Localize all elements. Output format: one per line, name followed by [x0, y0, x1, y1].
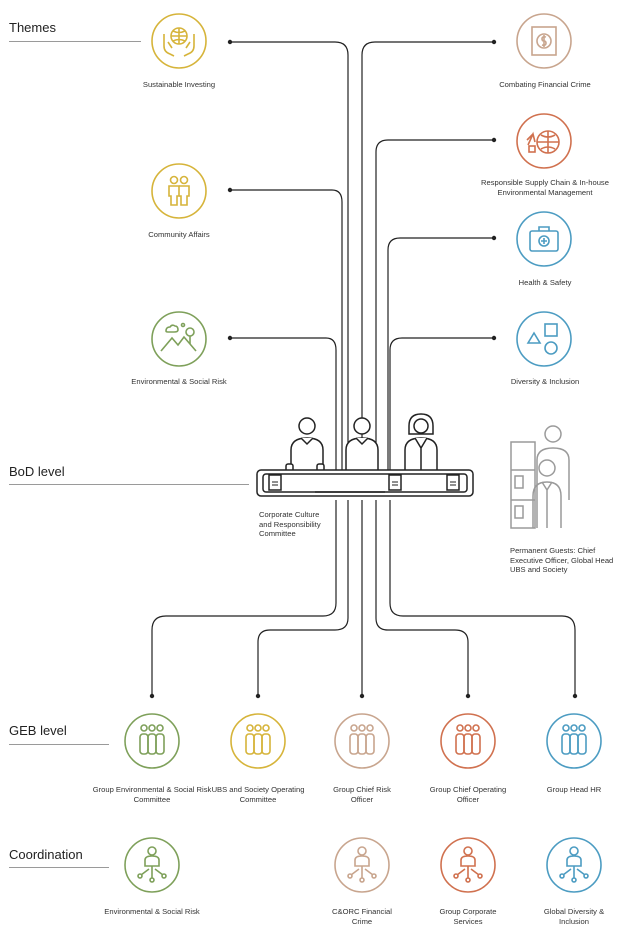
bod-committee-label: Corporate Culture and Responsibility Com…	[259, 510, 321, 538]
people-icon	[150, 162, 208, 220]
landscape-icon	[150, 310, 208, 368]
coordination-label-global-diversity-inclusion: Global Diversity & Inclusion	[543, 907, 605, 926]
theme-label-responsible-supply-chain: Responsible Supply Chain & In-house Envi…	[481, 178, 609, 197]
geb-label-ubs-society-operating-committee: UBS and Society Operating Committee	[211, 785, 305, 804]
money-frame-icon	[515, 12, 573, 70]
group-icon	[123, 712, 181, 770]
network-person-icon	[123, 836, 181, 894]
theme-label-combating-financial-crime: Combating Financial Crime	[499, 80, 591, 89]
theme-label-community-affairs: Community Affairs	[148, 230, 210, 239]
group-icon	[229, 712, 287, 770]
board-table-illustration	[256, 413, 474, 497]
section-label-bod: BoD level	[9, 464, 65, 479]
network-person-icon	[545, 836, 603, 894]
theme-label-environmental-social-risk: Environmental & Social Risk	[131, 377, 227, 386]
network-person-icon	[439, 836, 497, 894]
theme-label-health-safety: Health & Safety	[518, 278, 572, 287]
network-person-icon	[333, 836, 391, 894]
section-rule-themes	[9, 41, 141, 42]
section-label-themes: Themes	[9, 20, 56, 35]
coordination-label-group-corporate-services: Group Corporate Services	[439, 907, 497, 926]
coordination-label-corc-financial-crime: C&ORC Financial Crime	[332, 907, 392, 926]
group-icon	[545, 712, 603, 770]
group-icon	[333, 712, 391, 770]
globe-in-hands-icon	[150, 12, 208, 70]
first-aid-kit-icon	[515, 210, 573, 268]
permanent-guests-illustration	[510, 425, 570, 529]
group-icon	[439, 712, 497, 770]
geb-label-group-chief-operating-officer: Group Chief Operating Officer	[429, 785, 507, 804]
theme-label-diversity-inclusion: Diversity & Inclusion	[510, 377, 580, 386]
section-label-coordination: Coordination	[9, 847, 83, 862]
section-rule-coordination	[9, 867, 109, 868]
shapes-icon	[515, 310, 573, 368]
globe-arrows-icon	[515, 112, 573, 170]
section-label-geb: GEB level	[9, 723, 67, 738]
geb-label-environmental-social-risk-committee: Group Environmental & Social Risk Commit…	[92, 785, 212, 804]
section-rule-geb	[9, 744, 109, 745]
geb-label-group-head-hr: Group Head HR	[546, 785, 602, 794]
theme-label-sustainable-investing: Sustainable Investing	[142, 80, 216, 89]
permanent-guests-label: Permanent Guests: Chief Executive Office…	[510, 546, 614, 574]
coordination-label-environmental-social-risk: Environmental & Social Risk	[104, 907, 200, 916]
section-rule-bod	[9, 484, 249, 485]
geb-label-group-chief-risk-officer: Group Chief Risk Officer	[333, 785, 391, 804]
